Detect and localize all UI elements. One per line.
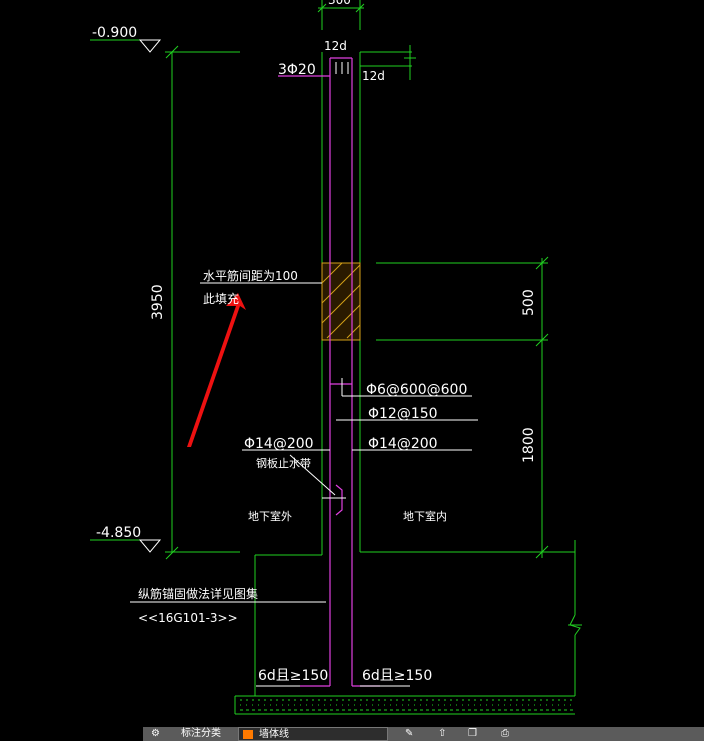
dim-lap-top-right: 12d <box>362 69 385 83</box>
layer-dropdown[interactable]: 墙体线 <box>238 727 388 741</box>
anchor-note-line2: <<16G101-3>> <box>138 611 238 625</box>
dim-lower-height: 1800 <box>521 427 537 463</box>
rebar-lines <box>278 57 380 687</box>
inside-label: 地下室内 <box>403 509 447 523</box>
layer-color-swatch <box>243 730 253 739</box>
elevation-markers <box>138 39 162 553</box>
toolbar-label: 标注分类 <box>181 728 221 739</box>
infill-note-line1: 水平筋间距为100 <box>203 268 298 283</box>
copy-icon[interactable]: ❐ <box>468 728 477 739</box>
dim-band-height: 500 <box>521 289 537 316</box>
elevation-bottom-label: -4.850 <box>96 525 141 541</box>
pointer-arrow <box>187 293 246 447</box>
outside-label: 地下室外 <box>248 509 292 523</box>
foundation-hatch <box>240 699 575 711</box>
top-bar-markers <box>335 62 349 74</box>
anchor-note-line1: 纵筋锚固做法详见图集 <box>138 586 258 601</box>
dim-total-height: 3950 <box>150 284 166 320</box>
tie-bar-label: Φ6@600@600 <box>366 382 467 398</box>
elevation-top-label: -0.900 <box>92 25 137 41</box>
dim-lap-top-left: 12d <box>324 39 347 53</box>
edit-icon[interactable]: ✎ <box>405 728 414 739</box>
leader-lines <box>130 282 478 687</box>
waterstop-label: 钢板止水带 <box>256 456 311 470</box>
infill-band <box>321 262 361 341</box>
dim-top-width: 300 <box>328 0 351 7</box>
outer-bar-label: Φ14@200 <box>244 436 314 452</box>
settings-icon[interactable]: ⚙ <box>151 728 160 739</box>
anchor-right-label: 6d且≥150 <box>362 668 432 684</box>
print-icon[interactable]: ⎙ <box>501 728 509 739</box>
upload-icon[interactable]: ⇧ <box>438 728 447 739</box>
vertical-bar-label: Φ12@150 <box>368 406 438 422</box>
dimension-lines <box>90 0 582 715</box>
anchor-left-label: 6d且≥150 <box>258 668 328 684</box>
inner-bar-label: Φ14@200 <box>368 436 438 452</box>
top-bars-label: 3Φ20 <box>278 62 316 78</box>
layer-name: 墙体线 <box>259 729 289 740</box>
infill-note-line2: 此填充 <box>203 291 239 306</box>
bottom-toolbar: ⚙ 标注分类 墙体线 ✎ ⇧ ❐ ⎙ <box>143 727 704 741</box>
